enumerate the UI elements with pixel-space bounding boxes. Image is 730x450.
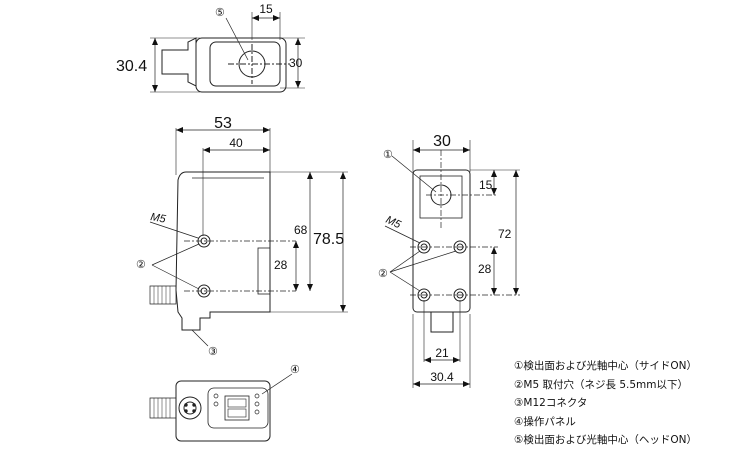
- callout-2-side: ②: [136, 259, 146, 271]
- dim-30-4-top: 30.4: [116, 58, 147, 75]
- thread-m5-side: M5: [149, 211, 167, 226]
- callout-1: ①: [383, 149, 393, 161]
- legend-item-2: ②M5 取付穴（ネジ長 5.5mm以下）: [514, 378, 688, 391]
- legend: ①検出面および光軸中心（サイドON） ②M5 取付穴（ネジ長 5.5mm以下） …: [514, 357, 697, 450]
- front-view: [384, 140, 520, 388]
- dim-28-side: 28: [274, 258, 288, 272]
- dim-30-4-front: 30.4: [430, 370, 454, 384]
- legend-item-3: ③M12コネクタ: [514, 397, 588, 409]
- dim-21: 21: [435, 346, 449, 360]
- dim-53: 53: [214, 115, 232, 132]
- dim-28-front: 28: [478, 262, 492, 276]
- legend-item-1: ①検出面および光軸中心（サイドON）: [514, 360, 698, 372]
- callout-4: ④: [290, 364, 300, 376]
- bottom-view: [149, 373, 293, 442]
- dim-78-5: 78.5: [313, 231, 344, 248]
- top-view: [150, 12, 305, 93]
- dim-68: 68: [294, 223, 308, 237]
- dim-15-top: 15: [259, 2, 273, 16]
- dim-15-front: 15: [479, 178, 493, 192]
- callout-2-front: ②: [378, 268, 388, 280]
- callout-3: ③: [208, 346, 218, 358]
- legend-item-5: ⑤検出面および光軸中心（ヘッドON）: [514, 434, 698, 446]
- dim-30-top: 30: [289, 56, 303, 70]
- dim-30-front: 30: [433, 133, 451, 150]
- side-view: [149, 127, 348, 347]
- callout-5: ⑤: [215, 7, 225, 19]
- dim-72: 72: [498, 227, 512, 241]
- dim-40: 40: [229, 136, 243, 150]
- thread-m5-front: M5: [384, 214, 404, 232]
- legend-item-4: ④操作パネル: [514, 415, 576, 428]
